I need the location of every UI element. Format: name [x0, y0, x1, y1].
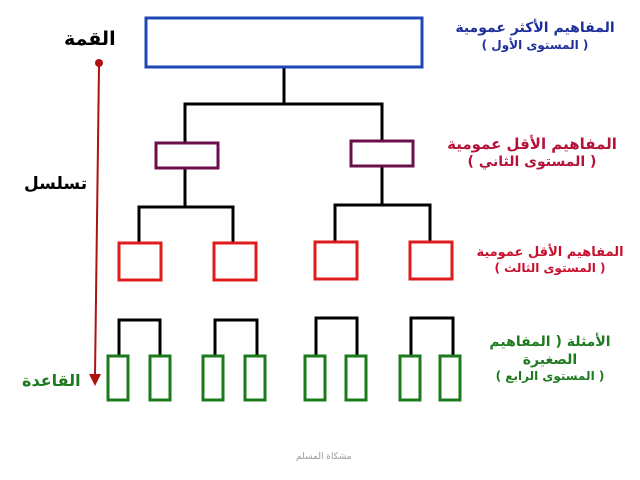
level-3-node	[313, 240, 359, 281]
level-2-node	[154, 141, 220, 170]
level-4-node	[303, 354, 327, 402]
level-4-node	[398, 354, 422, 402]
level-1-label: المفاهيم الأكثر عمومية ( المستوى الأول )	[440, 20, 630, 53]
connector-l3-bracket	[117, 318, 162, 356]
level-3-node	[117, 241, 163, 282]
level-1-subtitle: ( المستوى الأول )	[481, 37, 589, 52]
connector-l2-bar	[333, 203, 432, 242]
level-4-node	[243, 354, 267, 402]
level-4-title-line2: الصغيرة	[522, 351, 578, 368]
tree-nodes	[106, 16, 462, 402]
connector-l1-bar	[183, 102, 384, 145]
level-1-title: المفاهيم الأكثر عمومية	[455, 20, 615, 36]
level-3-label: المفاهيم الأقل عمومية ( المستوى الثالث )	[466, 245, 634, 276]
level-3-subtitle: ( المستوى الثالث )	[494, 261, 606, 276]
level-1-node	[144, 16, 424, 69]
level-2-title: المفاهيم الأقل عمومية	[447, 135, 617, 153]
level-3-node	[212, 241, 258, 282]
connector-l3-bracket	[409, 316, 455, 356]
level-4-node	[438, 354, 462, 402]
level-2-subtitle: ( المستوى الثاني )	[467, 153, 597, 170]
connector-l3-bracket	[213, 318, 259, 356]
level-2-label: المفاهيم الأقل عمومية ( المستوى الثاني )	[432, 135, 632, 171]
level-4-label: الأمثلة ( المفاهيم الصغيرة ( المستوى الر…	[470, 334, 630, 384]
watermark: مشكاة المسلم	[296, 452, 352, 462]
tree-connectors	[117, 67, 455, 356]
level-4-node	[106, 354, 130, 402]
level-2-node	[349, 139, 415, 168]
base-label: القاعدة	[22, 371, 81, 390]
connector-l2-bar	[137, 205, 235, 243]
level-4-title: الأمثلة ( المفاهيم	[489, 334, 611, 350]
level-4-node	[201, 354, 225, 402]
level-4-node	[344, 354, 368, 402]
level-4-subtitle: ( المستوى الرابع )	[495, 369, 605, 383]
arrow-head	[89, 374, 101, 386]
arrow-start-dot	[95, 59, 103, 67]
hierarchy-arrow	[89, 59, 103, 386]
level-4-node	[148, 354, 172, 402]
sequence-label: تسلسل	[24, 174, 88, 194]
connector-l3-bracket	[314, 316, 359, 356]
arrow-shaft	[94, 65, 100, 377]
level-3-title: المفاهيم الأقل عمومية	[476, 245, 624, 260]
level-3-node	[408, 240, 454, 281]
top-label: القمة	[64, 28, 116, 50]
